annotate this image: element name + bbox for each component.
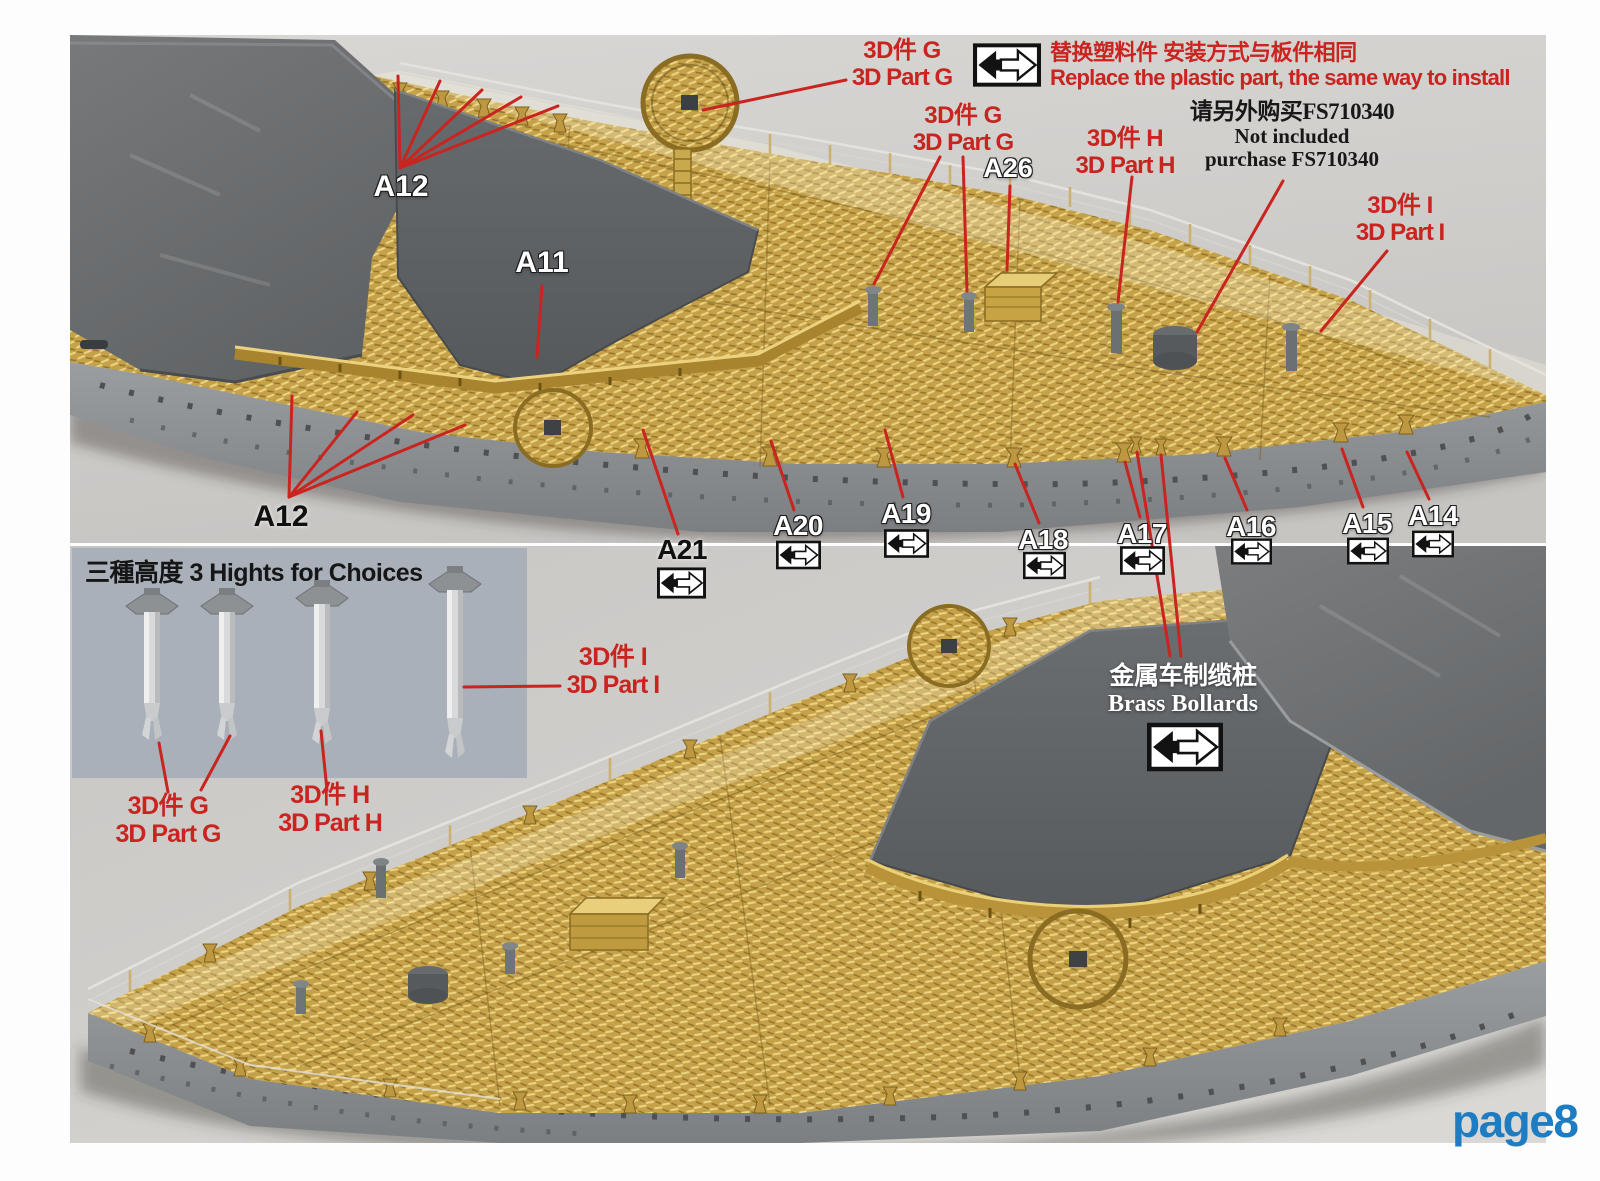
purchase-note: 请另外购买FS710340 Not included purchase FS71… [1189, 99, 1395, 172]
part-label-a17: A17 [1117, 518, 1167, 549]
replace-note: 替换塑料件 安装方式与板件相同 Replace the plastic part… [1050, 40, 1510, 90]
part-label-a19: A19 [881, 498, 931, 529]
callout-en: 3D Part H [1075, 151, 1175, 179]
swap-arrow-icon [1231, 536, 1272, 567]
inset-title: 三種高度 3 Hights for Choices [85, 559, 423, 587]
bow-railing [87, 998, 501, 1100]
bollard-render-h [295, 580, 349, 744]
brass-bollards-en: Brass Bollards [1107, 691, 1259, 717]
brass-hatch-box [983, 272, 1059, 322]
callout-zh: 3D件 G [127, 792, 209, 820]
capstan-disc [907, 604, 991, 688]
replace-note-zh: 替换塑料件 安装方式与板件相同 [1050, 40, 1357, 65]
page-number: page8 [1452, 1095, 1579, 1147]
purchase-note-zh: 请另外购买FS710340 [1189, 99, 1395, 124]
callout-zh: 3D件 H [1086, 125, 1164, 152]
callout-part-h: 3D件 H 3D Part H [1075, 125, 1175, 180]
brass-hatch-box [568, 897, 666, 951]
callout-en: 3D Part I [1355, 218, 1445, 246]
purchase-note-en2: purchase FS710340 [1204, 147, 1380, 172]
callout-a12-top: A12 [373, 170, 429, 203]
brass-bulwark [234, 299, 863, 394]
hawse-slot [80, 340, 108, 349]
part-label-a20: A20 [773, 510, 823, 541]
porthole-row [129, 417, 1540, 508]
callout-en: 3D Part H [278, 809, 383, 837]
callout-en: 3D Part G [851, 63, 953, 91]
swap-arrow-icon [657, 564, 706, 602]
swap-arrow-icon [973, 40, 1041, 90]
swap-arrow-icon [1347, 536, 1389, 566]
part-label-a18: A18 [1018, 524, 1068, 555]
porthole-row [109, 1063, 591, 1137]
callout-a26: A26 [983, 153, 1033, 183]
bollard-renders [125, 566, 482, 758]
grey-deck-plate [70, 35, 424, 384]
callout-zh: 3D件 G [863, 37, 941, 64]
swap-arrow-icon [1147, 722, 1223, 772]
callout-en: 3D Part G [115, 820, 222, 848]
callout-part-g-header: 3D件 G 3D Part G [851, 37, 953, 92]
swap-arrow-icon [884, 527, 929, 560]
callout-a11: A11 [515, 246, 569, 279]
part-label-a14: A14 [1408, 500, 1458, 531]
capstan-disc [1027, 908, 1129, 1010]
callout-part-g: 3D件 G 3D Part G [912, 102, 1014, 157]
part-label-a15: A15 [1342, 508, 1392, 539]
inset-part-g-label: 3D件 G 3D Part G [115, 792, 222, 848]
part-label-a21: A21 [657, 534, 707, 565]
inset-part-h-label: 3D件 H 3D Part H [278, 781, 383, 837]
callout-zh: 3D件 I [1367, 192, 1433, 219]
bollard-render-g2 [200, 588, 254, 740]
part-label-a16: A16 [1226, 511, 1276, 542]
deck-highlight [88, 589, 1230, 1026]
bollard-render-i [428, 566, 482, 758]
callout-zh: 3D件 I [578, 643, 648, 671]
purchase-note-en1: Not included [1234, 123, 1350, 148]
capstan-disc [513, 388, 593, 468]
swap-arrow-icon [1412, 529, 1454, 559]
grey-deck-plate [1215, 546, 1546, 853]
swap-arrow-icon [1023, 550, 1066, 581]
callout-a12-bottom: A12 [253, 500, 309, 533]
replace-note-en: Replace the plastic part, the same way t… [1050, 64, 1510, 90]
swap-arrow-icon [1120, 546, 1165, 575]
callout-en: 3D Part G [912, 128, 1014, 156]
height-options-inset: 三種高度 3 Hights for Choices [72, 548, 527, 778]
callout-en: 3D Part I [566, 671, 660, 699]
bollard-posts [865, 286, 1300, 371]
brass-bollards-label: 金属车制缆桩 Brass Bollards [1108, 663, 1258, 718]
brass-bollards-zh: 金属车制缆桩 [1109, 663, 1257, 690]
bollard-posts [293, 842, 688, 1014]
callout-zh: 3D件 H [290, 781, 370, 809]
bollard-render-g1 [125, 588, 179, 740]
swap-arrow-icon [776, 538, 821, 572]
callout-part-i: 3D件 I 3D Part I [1355, 192, 1445, 247]
callout-zh: 3D件 G [924, 102, 1002, 129]
brass-chocks [142, 1017, 1288, 1114]
inset-part-i-label: 3D件 I 3D Part I [566, 643, 660, 699]
